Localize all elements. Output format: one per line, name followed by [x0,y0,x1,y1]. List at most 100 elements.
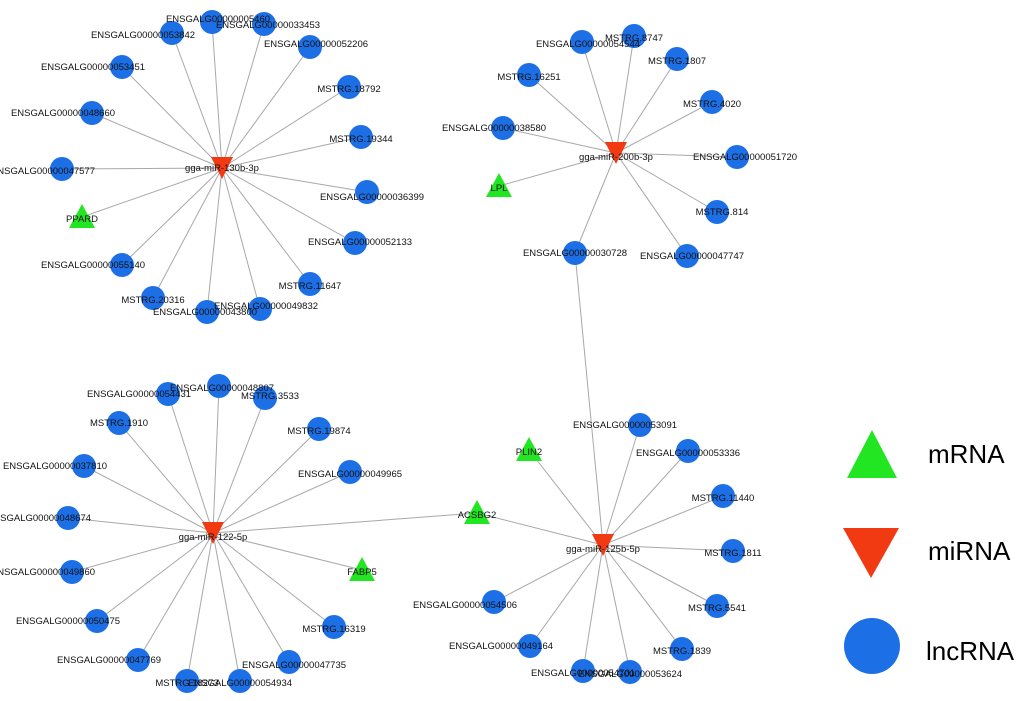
node-lncrna-c13[interactable] [322,615,346,639]
mrna-triangle-icon [464,500,490,525]
node-lncrna-c4[interactable] [107,411,131,435]
node-lncrna-a13[interactable] [110,253,134,277]
node-lncrna-b4[interactable] [517,63,541,87]
node-lncrna-d11[interactable] [618,660,642,684]
node-lncrna-d8[interactable] [518,634,542,658]
node-label-a13: ENSGALG00000055140 [41,260,145,271]
node-lncrna-b9[interactable] [705,200,729,224]
node-mirna-m3[interactable] [202,522,224,544]
node-lncrna-b1[interactable] [570,30,594,54]
node-label-a5: ENSGALG00000053451 [41,62,145,73]
node-label-c1: ENSGALG00000048807 [170,383,274,394]
node-lncrna-c2[interactable] [156,382,180,406]
edge-m3-c14 [137,532,214,661]
node-mrna-d2[interactable] [516,437,542,462]
legend-mrna-triangle-icon [847,430,897,478]
edge-m3-c4 [118,422,214,534]
node-label-c8: ENSGALG00000048674 [0,513,91,524]
node-lncrna-a4[interactable] [298,35,322,59]
node-lncrna-a15[interactable] [141,286,165,310]
node-mirna-m4[interactable] [592,534,614,556]
node-lncrna-c15[interactable] [277,650,301,674]
node-label-d7: MSTRG.5541 [688,603,746,614]
node-lncrna-a10[interactable] [355,180,379,204]
node-label-c6: ENSGALG00000037810 [3,461,107,472]
node-lncrna-a7[interactable] [80,101,104,125]
node-lncrna-a6[interactable] [337,75,361,99]
node-label-a17: ENSGALG00000049832 [214,301,318,312]
node-lncrna-d1[interactable] [628,413,652,437]
node-mrna-b8[interactable] [486,173,512,198]
node-lncrna-b10[interactable] [563,241,587,265]
edge-m3-c17 [212,532,241,682]
legend-mirna-label: miRNA [928,536,1011,566]
node-label-a10: ENSGALG00000036399 [320,192,424,203]
node-lncrna-d4[interactable] [711,484,735,508]
node-mrna-c11[interactable] [349,557,375,582]
node-lncrna-a16[interactable] [195,300,219,324]
node-lncrna-c10[interactable] [60,560,84,584]
node-mrna-a11[interactable] [69,204,95,229]
node-lncrna-b6[interactable] [491,116,515,140]
node-mrna-c9[interactable] [464,500,490,525]
node-lncrna-b7[interactable] [725,145,749,169]
node-label-d6: ENSGALG00000054506 [413,600,517,611]
lncrna-circle-icon [670,637,694,661]
lncrna-circle-icon [80,101,104,125]
node-lncrna-b5[interactable] [700,90,724,114]
node-lncrna-c3[interactable] [253,386,277,410]
node-lncrna-c8[interactable] [56,506,80,530]
node-lncrna-c16[interactable] [175,669,199,693]
node-lncrna-d5[interactable] [721,539,745,563]
node-lncrna-c14[interactable] [126,648,150,672]
node-lncrna-b11[interactable] [675,244,699,268]
node-lncrna-d10[interactable] [571,659,595,683]
node-lncrna-a12[interactable] [343,231,367,255]
edge-m4-d5 [602,544,734,552]
node-lncrna-a14[interactable] [298,272,322,296]
edge-m3-c8 [67,517,214,534]
node-lncrna-c5[interactable] [307,417,331,441]
edge-m1-a13 [121,167,223,266]
edge-m2-b1 [581,41,617,154]
node-lncrna-c7[interactable] [338,460,362,484]
node-lncrna-c12[interactable] [85,609,109,633]
node-lncrna-c17[interactable] [228,669,252,693]
legend-mirna-triangle-icon [843,528,899,578]
node-lncrna-d6[interactable] [482,590,506,614]
edge-m3-c12 [96,532,214,622]
lncrna-circle-icon [491,116,515,140]
node-lncrna-a8[interactable] [349,125,373,149]
node-lncrna-a2[interactable] [252,12,276,36]
lncrna-circle-icon [60,560,84,584]
node-lncrna-a5[interactable] [110,55,134,79]
node-lncrna-a3[interactable] [160,21,184,45]
node-label-c15: ENSGALG00000047735 [242,660,346,671]
node-lncrna-d9[interactable] [670,637,694,661]
node-lncrna-c6[interactable] [72,454,96,478]
node-label-c10: ENSGALG00000049860 [0,567,95,578]
node-lncrna-a1[interactable] [200,10,224,34]
legend-lncrna-label: lncRNA [926,636,1015,666]
node-label-c4: MSTRG.1910 [90,418,148,429]
node-lncrna-c1[interactable] [207,374,231,398]
node-mirna-m1[interactable] [211,157,233,179]
edge-m3-c10 [71,532,214,573]
node-lncrna-a17[interactable] [248,297,272,321]
node-lncrna-a9[interactable] [50,157,74,181]
node-lncrna-d7[interactable] [705,594,729,618]
node-lncrna-b3[interactable] [665,47,689,71]
node-label-a9: ENSGALG00000047577 [0,166,95,177]
node-layer: gga-miR-130b-3pgga-miR-200b-3pgga-miR-12… [0,10,797,693]
node-mirna-m2[interactable] [605,142,627,164]
node-lncrna-d3[interactable] [676,439,700,463]
lncrna-circle-icon [56,506,80,530]
edge-m2-b7 [615,152,738,158]
lncrna-circle-icon [307,417,331,441]
node-label-d4: MSTRG.11440 [692,493,755,504]
edge-m1-a2 [221,23,265,169]
node-label-d10: ENSGALG00000054701 [531,668,635,679]
lncrna-circle-icon [622,24,646,48]
node-lncrna-b2[interactable] [622,24,646,48]
edge-m2-b9 [615,152,718,213]
